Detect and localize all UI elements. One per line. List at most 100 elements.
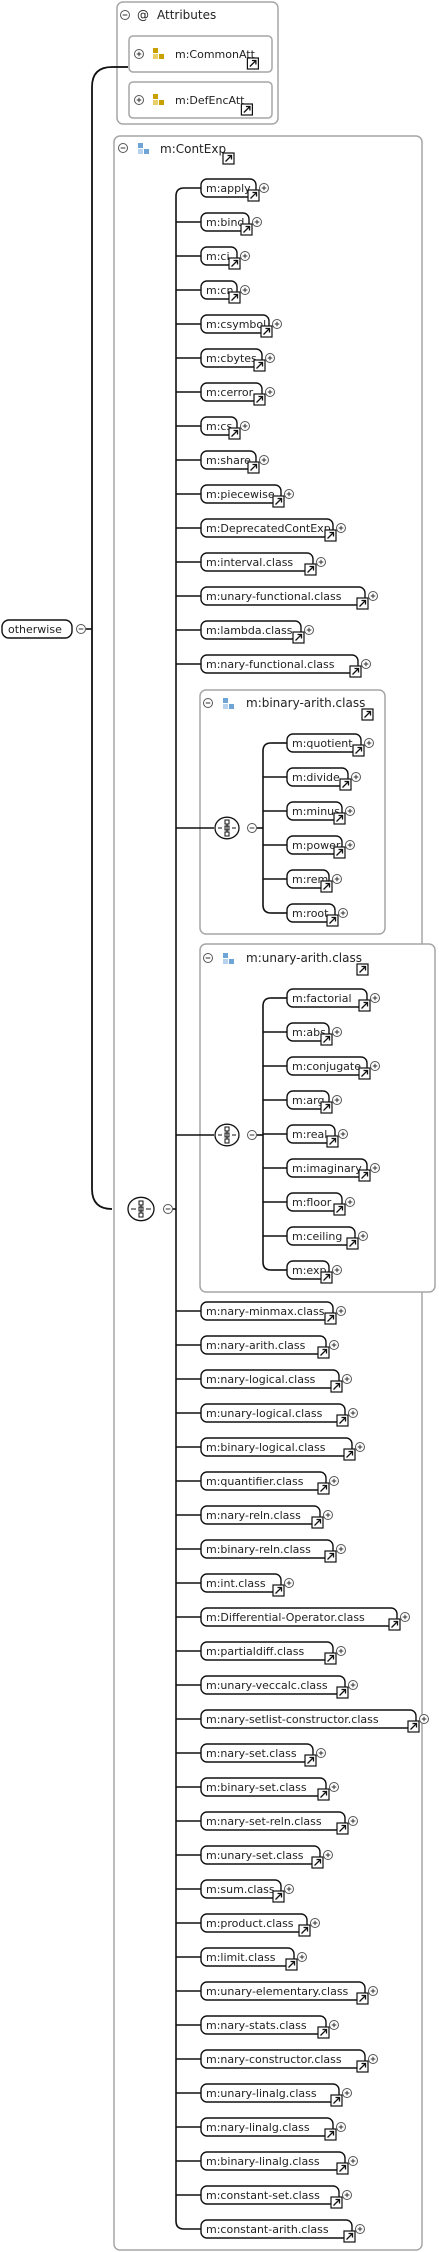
- plus-circle-icon[interactable]: [329, 1782, 339, 1792]
- plus-circle-icon[interactable]: [316, 557, 326, 567]
- collapse-icon[interactable]: [247, 1130, 257, 1140]
- plus-circle-icon[interactable]: [342, 1374, 352, 1384]
- link-arrow-icon[interactable]: [228, 257, 241, 270]
- link-arrow-icon[interactable]: [336, 1686, 349, 1699]
- link-arrow-icon[interactable]: [317, 1788, 330, 1801]
- plus-circle-icon[interactable]: [323, 1510, 333, 1520]
- element-node[interactable]: m:nary-logical.class: [200, 1369, 340, 1389]
- link-arrow-icon[interactable]: [246, 57, 259, 70]
- element-node[interactable]: m:nary-functional.class: [200, 654, 359, 674]
- plus-circle-icon[interactable]: [368, 2054, 378, 2064]
- link-arrow-icon[interactable]: [285, 1958, 298, 1971]
- element-node[interactable]: m:unary-elementary.class: [200, 1981, 366, 2001]
- root-node[interactable]: [1, 619, 73, 639]
- choice-icon[interactable]: [127, 1196, 155, 1222]
- plus-circle-icon[interactable]: [323, 1850, 333, 1860]
- link-arrow-icon[interactable]: [311, 1856, 324, 1869]
- link-arrow-icon[interactable]: [326, 914, 339, 927]
- link-arrow-icon[interactable]: [336, 2162, 349, 2175]
- element-node[interactable]: m:nary-arith.class: [200, 1335, 327, 1355]
- link-arrow-icon[interactable]: [330, 2094, 343, 2107]
- element-node[interactable]: m:binary-logical.class: [200, 1437, 353, 1457]
- plus-circle-icon[interactable]: [240, 251, 250, 261]
- element-node[interactable]: m:sum.class: [200, 1879, 282, 1899]
- link-arrow-icon[interactable]: [358, 1169, 371, 1182]
- link-arrow-icon[interactable]: [240, 103, 253, 116]
- plus-circle-icon[interactable]: [284, 489, 294, 499]
- link-arrow-icon[interactable]: [320, 880, 333, 893]
- element-node[interactable]: m:unary-logical.class: [200, 1403, 346, 1423]
- element-node[interactable]: m:binary-reln.class: [200, 1539, 334, 1559]
- element-node[interactable]: m:abs: [286, 1022, 330, 1042]
- plus-circle-icon[interactable]: [370, 1163, 380, 1173]
- link-arrow-icon[interactable]: [324, 1652, 337, 1665]
- plus-circle-icon[interactable]: [336, 1544, 346, 1554]
- plus-circle-icon[interactable]: [400, 1612, 410, 1622]
- plus-circle-icon[interactable]: [316, 1748, 326, 1758]
- link-arrow-icon[interactable]: [356, 963, 369, 976]
- collapse-icon[interactable]: [120, 10, 130, 20]
- element-node[interactable]: m:binary-set.class: [200, 1777, 327, 1797]
- plus-circle-icon[interactable]: [252, 217, 262, 227]
- element-node[interactable]: m:interval.class: [200, 552, 314, 572]
- collapse-icon[interactable]: [118, 143, 128, 153]
- link-arrow-icon[interactable]: [352, 744, 365, 757]
- element-node[interactable]: m:quantifier.class: [200, 1471, 327, 1491]
- plus-circle-icon[interactable]: [348, 2156, 358, 2166]
- plus-circle-icon[interactable]: [370, 1061, 380, 1071]
- link-arrow-icon[interactable]: [343, 2230, 356, 2243]
- link-arrow-icon[interactable]: [324, 1312, 337, 1325]
- link-arrow-icon[interactable]: [304, 563, 317, 576]
- link-arrow-icon[interactable]: [253, 393, 266, 406]
- link-arrow-icon[interactable]: [247, 461, 260, 474]
- collapse-icon[interactable]: [203, 698, 213, 708]
- link-arrow-icon[interactable]: [349, 665, 362, 678]
- plus-circle-icon[interactable]: [348, 1680, 358, 1690]
- link-arrow-icon[interactable]: [320, 1033, 333, 1046]
- plus-circle-icon[interactable]: [336, 1306, 346, 1316]
- plus-circle-icon[interactable]: [297, 1952, 307, 1962]
- link-arrow-icon[interactable]: [324, 2128, 337, 2141]
- plus-circle-icon[interactable]: [361, 659, 371, 669]
- element-node[interactable]: m:ci: [200, 246, 238, 266]
- plus-circle-icon[interactable]: [332, 1095, 342, 1105]
- link-arrow-icon[interactable]: [222, 152, 235, 165]
- link-arrow-icon[interactable]: [356, 1992, 369, 2005]
- plus-circle-icon[interactable]: [329, 1340, 339, 1350]
- link-arrow-icon[interactable]: [292, 631, 305, 644]
- element-node[interactable]: m:nary-set-reln.class: [200, 1811, 346, 1831]
- element-node[interactable]: m:nary-set.class: [200, 1743, 314, 1763]
- element-node[interactable]: m:nary-reln.class: [200, 1505, 321, 1525]
- element-node[interactable]: m:binary-linalg.class: [200, 2151, 346, 2171]
- plus-circle-icon[interactable]: [332, 1027, 342, 1037]
- element-node[interactable]: m:DeprecatedContExp: [200, 518, 334, 538]
- element-node[interactable]: m:unary-functional.class: [200, 586, 366, 606]
- link-arrow-icon[interactable]: [247, 189, 260, 202]
- plus-circle-icon[interactable]: [272, 319, 282, 329]
- plus-circle-icon[interactable]: [419, 1714, 429, 1724]
- plus-circle-icon[interactable]: [284, 1884, 294, 1894]
- element-node[interactable]: m:limit.class: [200, 1947, 295, 1967]
- plus-circle-icon[interactable]: [284, 1578, 294, 1588]
- plus-circle-icon[interactable]: [370, 993, 380, 1003]
- element-node[interactable]: m:nary-stats.class: [200, 2015, 327, 2035]
- plus-circle-icon[interactable]: [259, 455, 269, 465]
- plus-circle-icon[interactable]: [348, 1816, 358, 1826]
- plus-circle-icon[interactable]: [345, 840, 355, 850]
- link-arrow-icon[interactable]: [407, 1720, 420, 1733]
- collapse-icon[interactable]: [247, 823, 257, 833]
- collapse-icon[interactable]: [163, 1204, 173, 1214]
- element-node[interactable]: m:piecewise: [200, 484, 282, 504]
- element-node[interactable]: m:unary-linalg.class: [200, 2083, 340, 2103]
- link-arrow-icon[interactable]: [326, 1135, 339, 1148]
- link-arrow-icon[interactable]: [320, 1101, 333, 1114]
- element-node[interactable]: m:int.class: [200, 1573, 282, 1593]
- plus-circle-icon[interactable]: [259, 183, 269, 193]
- element-node[interactable]: m:lambda.class: [200, 620, 302, 640]
- plus-circle-icon[interactable]: [336, 2122, 346, 2132]
- plus-circle-icon[interactable]: [240, 421, 250, 431]
- element-node[interactable]: m:partialdiff.class: [200, 1641, 334, 1661]
- element-node[interactable]: m:nary-setlist-constructor.class: [200, 1709, 417, 1729]
- link-arrow-icon[interactable]: [272, 495, 285, 508]
- link-arrow-icon[interactable]: [356, 2060, 369, 2073]
